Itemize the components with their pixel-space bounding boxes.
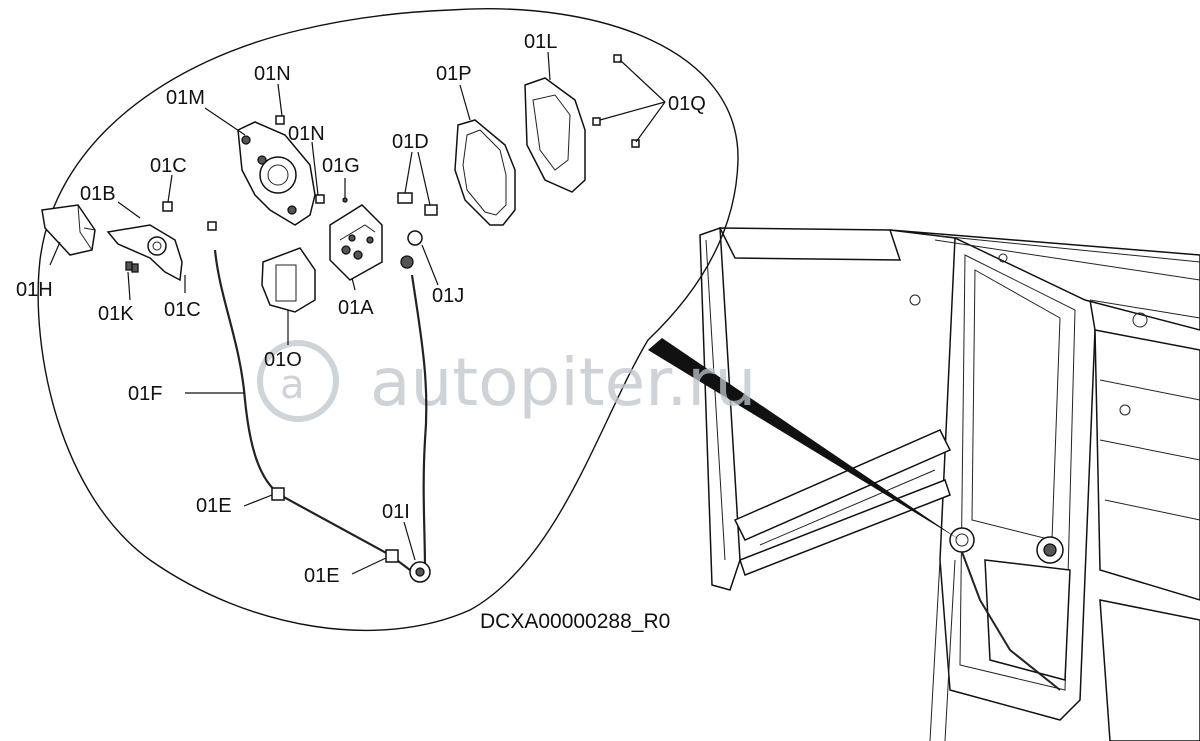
label-01f: 01F — [128, 383, 162, 405]
label-01n-mid: 01N — [288, 123, 325, 145]
handle-01h — [41, 204, 96, 256]
exploded-parts — [41, 54, 640, 583]
watermark-text: autopiter.ru — [370, 344, 756, 421]
label-01q: 01Q — [668, 93, 706, 115]
callout-labels: 01N 01M 01N 01C 01G 01D 01P 01L 01Q 01B … — [16, 31, 706, 587]
label-01l: 01L — [524, 31, 557, 53]
lock-body-01a — [329, 204, 383, 281]
leader-lines — [49, 51, 666, 575]
label-01g: 01G — [322, 155, 360, 177]
gasket-01p — [454, 119, 516, 226]
label-01j: 01J — [432, 285, 464, 307]
label-01p: 01P — [436, 63, 472, 85]
label-01h: 01H — [16, 279, 53, 301]
detail-bubble-outline — [37, 8, 739, 631]
label-01e-upper: 01E — [196, 495, 232, 517]
label-01e-lower: 01E — [304, 565, 340, 587]
handle-cup-01l — [524, 77, 586, 193]
cab-frame-drawing — [699, 226, 1200, 741]
label-01k: 01K — [98, 303, 134, 325]
label-01c-top: 01C — [150, 155, 187, 177]
label-01c-bottom: 01C — [164, 299, 201, 321]
label-01i: 01I — [382, 501, 410, 523]
label-01n-top: 01N — [254, 63, 291, 85]
label-01b: 01B — [80, 183, 116, 205]
drawing-code: DCXA00000288_R0 — [480, 610, 670, 633]
cable-01f — [213, 249, 411, 571]
label-01a: 01A — [338, 297, 374, 319]
svg-text:a: a — [280, 362, 305, 408]
detail-pointer — [648, 338, 960, 540]
label-01o: 01O — [264, 349, 302, 371]
lever-01b — [106, 224, 183, 282]
watermark: a autopiter.ru — [257, 340, 756, 422]
label-01m: 01M — [166, 87, 205, 109]
escutcheon-01o — [261, 247, 316, 313]
label-01d: 01D — [392, 131, 429, 153]
